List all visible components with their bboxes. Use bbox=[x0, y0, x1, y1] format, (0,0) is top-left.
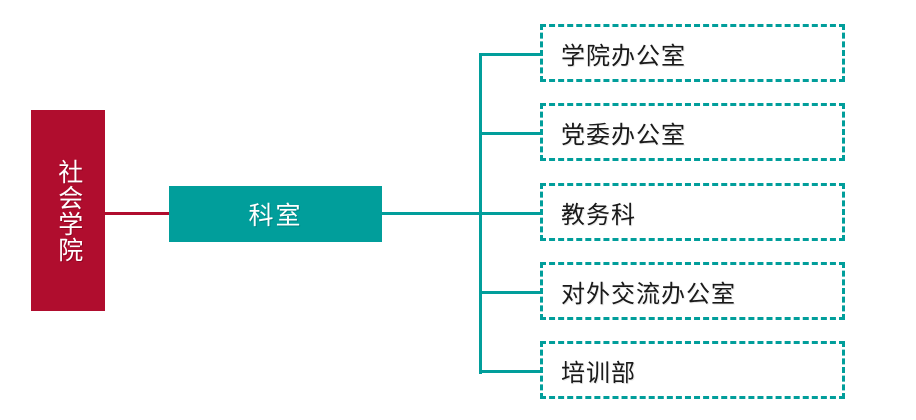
node-leaf-3[interactable]: 教务科 bbox=[540, 183, 845, 241]
node-leaf-5[interactable]: 培训部 bbox=[540, 341, 845, 399]
node-leaf-2[interactable]: 党委办公室 bbox=[540, 103, 845, 161]
connector-branch-5 bbox=[479, 370, 541, 373]
node-leaf-5-label: 培训部 bbox=[561, 360, 636, 387]
node-root[interactable]: 社会学院 bbox=[31, 110, 105, 311]
connector-branch-3 bbox=[479, 212, 541, 215]
node-leaf-3-label: 教务科 bbox=[561, 202, 636, 229]
node-leaf-2-label: 党委办公室 bbox=[561, 122, 686, 149]
node-root-label: 社会学院 bbox=[54, 158, 82, 263]
node-leaf-4[interactable]: 对外交流办公室 bbox=[540, 262, 845, 320]
connector-branch-4 bbox=[479, 291, 541, 294]
connector-root-to-mid bbox=[104, 212, 170, 215]
connector-branch-2 bbox=[479, 132, 541, 135]
node-department-group[interactable]: 科室 bbox=[169, 186, 382, 242]
node-leaf-1-label: 学院办公室 bbox=[561, 43, 686, 70]
node-leaf-1[interactable]: 学院办公室 bbox=[540, 24, 845, 82]
connector-branch-1 bbox=[479, 53, 541, 56]
connector-mid-to-trunk bbox=[381, 212, 482, 215]
node-leaf-4-label: 对外交流办公室 bbox=[561, 281, 736, 308]
node-department-group-label: 科室 bbox=[248, 203, 303, 230]
